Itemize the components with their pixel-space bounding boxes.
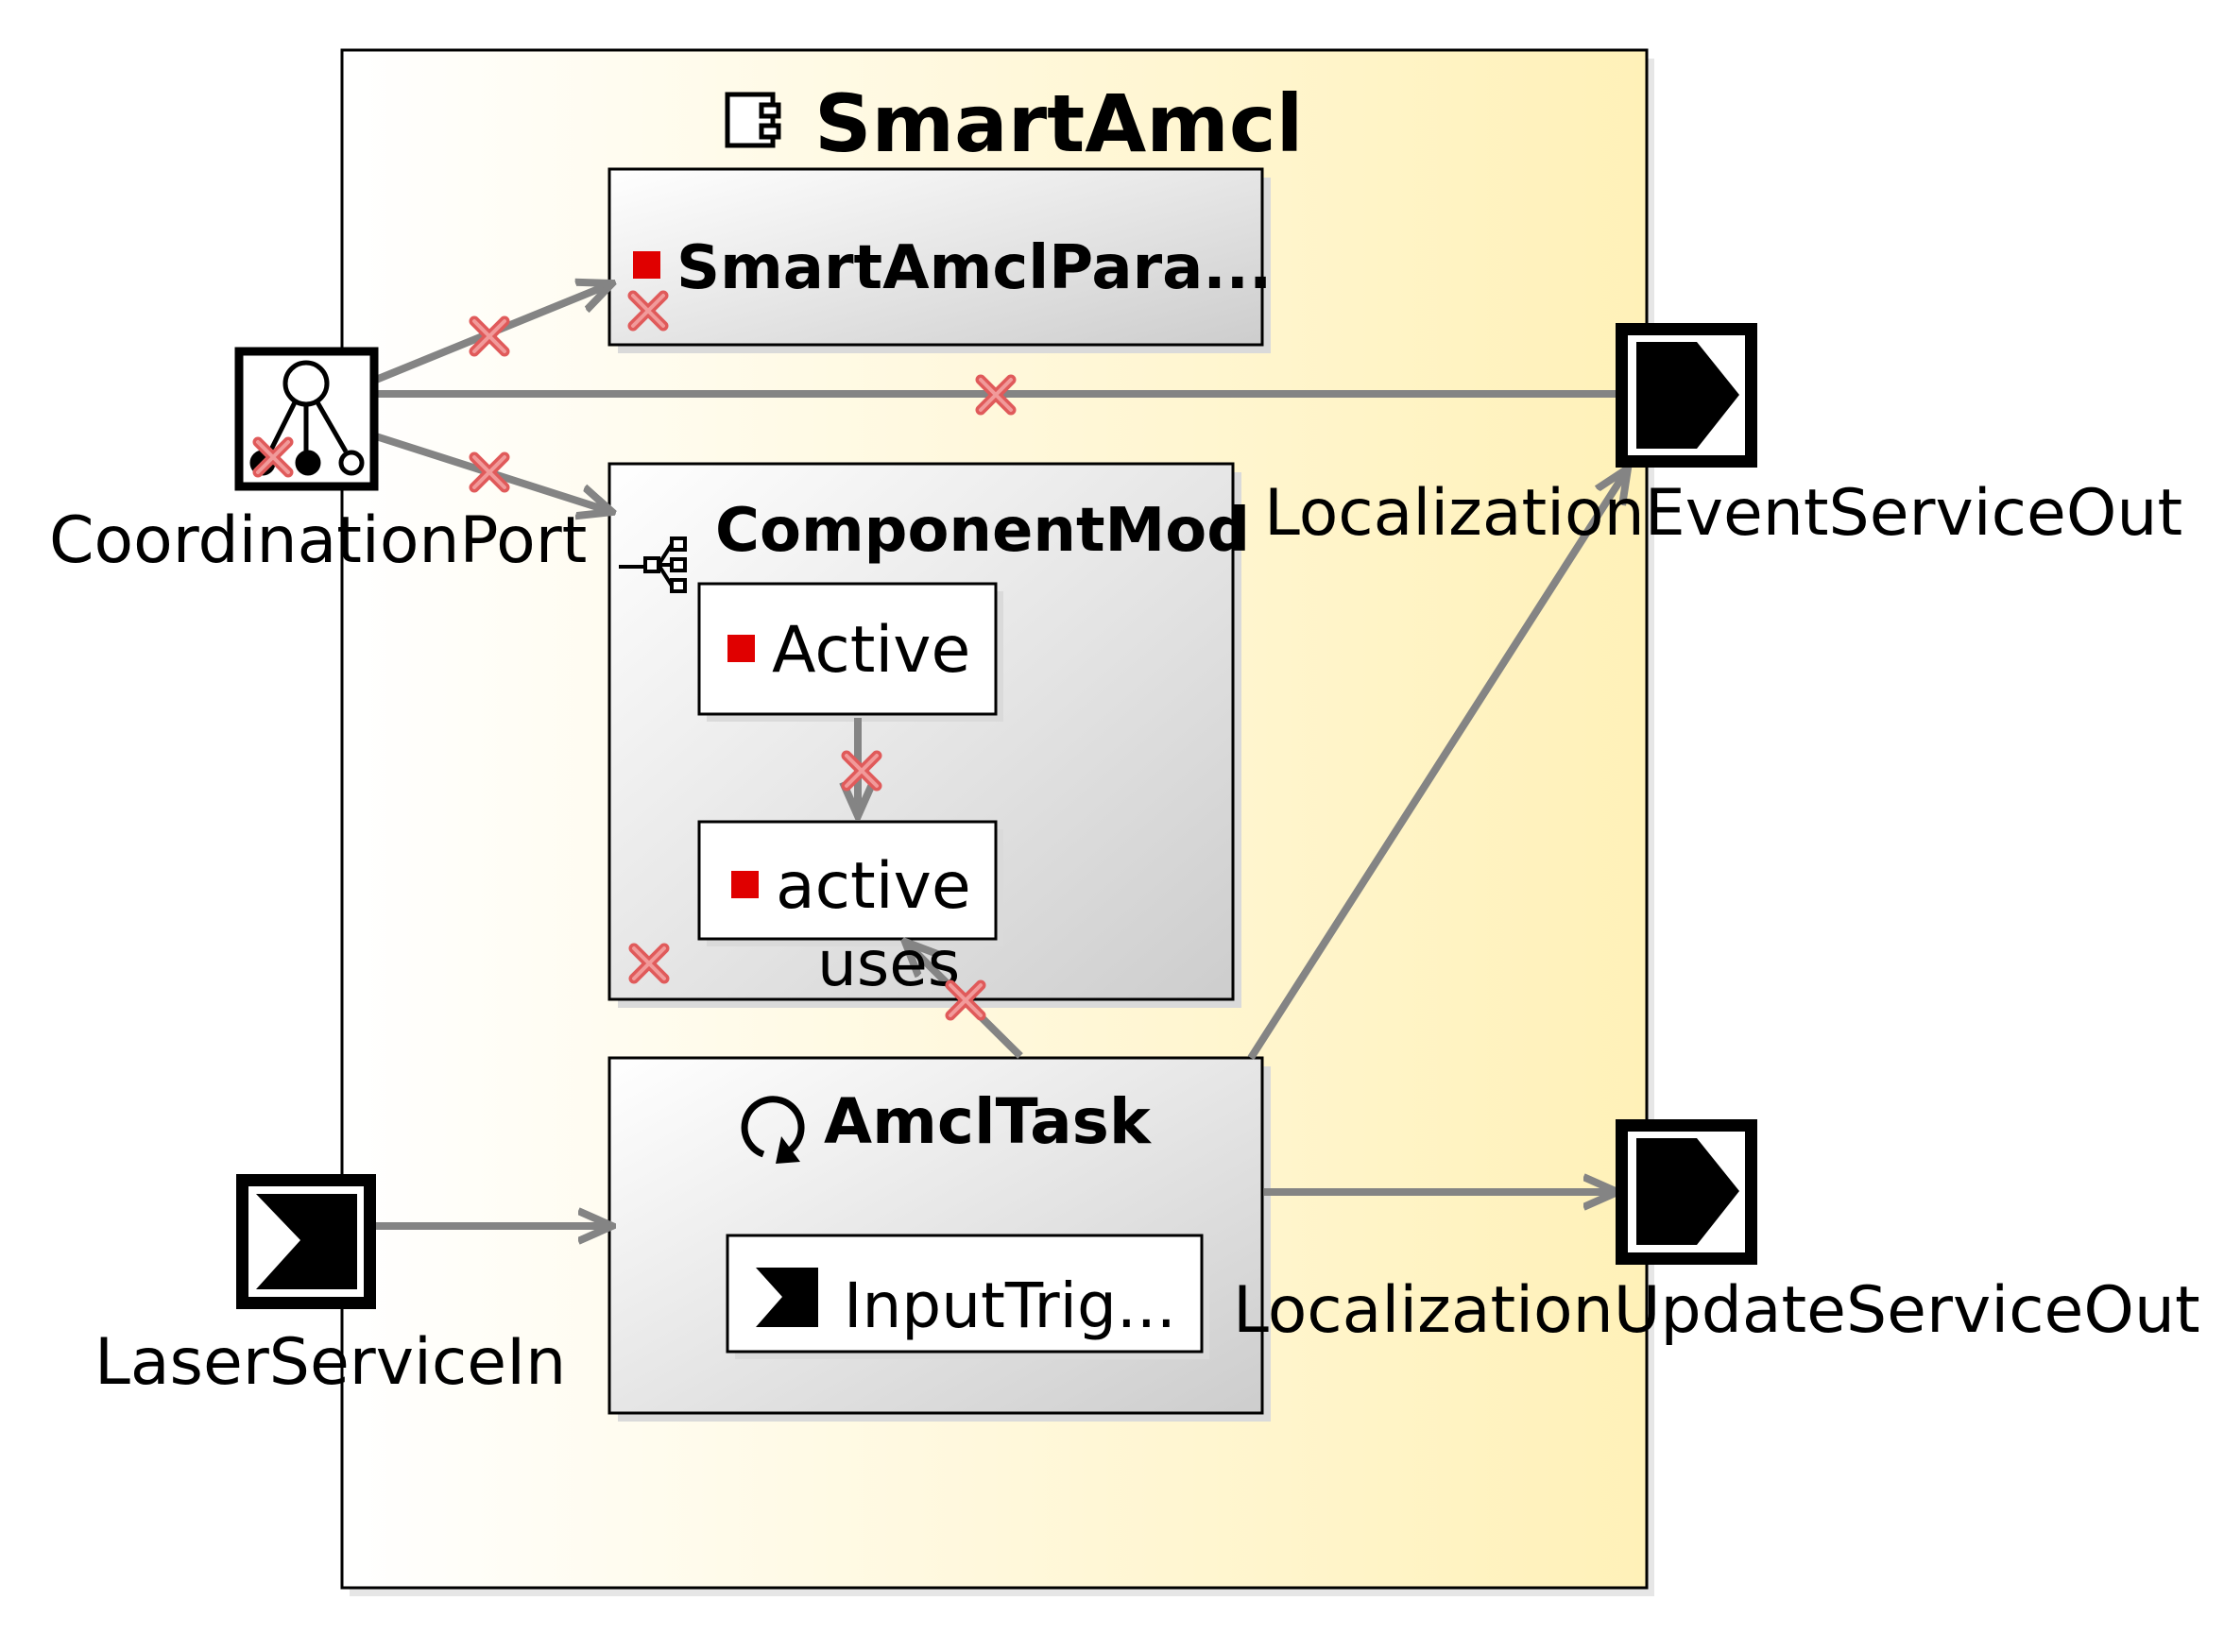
- state-active-lower[interactable]: [697, 820, 1003, 946]
- input-trigger-label: InputTrig...: [844, 1269, 1176, 1342]
- mode-tree-icon: [619, 536, 687, 593]
- update-service-out-label: LocalizationUpdateServiceOut: [1233, 1273, 2200, 1348]
- event-service-out-label: LocalizationEventServiceOut: [1264, 476, 2182, 551]
- input-port-icon: [256, 1194, 357, 1289]
- laser-service-in-port[interactable]: [236, 1174, 376, 1309]
- update-service-out-port[interactable]: [1616, 1119, 1757, 1265]
- connector-task-event-out: [1247, 468, 1628, 1061]
- component-icon: [725, 92, 781, 148]
- coordination-port-label: CoordinationPort: [49, 503, 587, 578]
- red-square-icon: [633, 251, 660, 279]
- cyclic-task-icon: [741, 1096, 805, 1164]
- uses-label: uses: [817, 928, 960, 1000]
- component-title: SmartAmcl: [814, 77, 1303, 170]
- parameters-box[interactable]: [607, 167, 1271, 353]
- input-trigger-icon: [756, 1268, 818, 1327]
- state-active-upper-label: Active: [772, 613, 970, 688]
- component-mode-label: ComponentMod: [715, 496, 1250, 566]
- state-active-lower-label: active: [776, 849, 971, 924]
- event-service-out-port[interactable]: [1616, 323, 1757, 468]
- output-port-icon: [1636, 342, 1739, 449]
- parameters-box-label: SmartAmclPara...: [676, 233, 1272, 303]
- red-square-icon: [727, 635, 755, 662]
- task-label: AmclTask: [824, 1085, 1153, 1158]
- laser-service-in-label: LaserServiceIn: [94, 1325, 566, 1400]
- output-port-icon: [1636, 1138, 1739, 1245]
- red-square-icon: [731, 871, 759, 898]
